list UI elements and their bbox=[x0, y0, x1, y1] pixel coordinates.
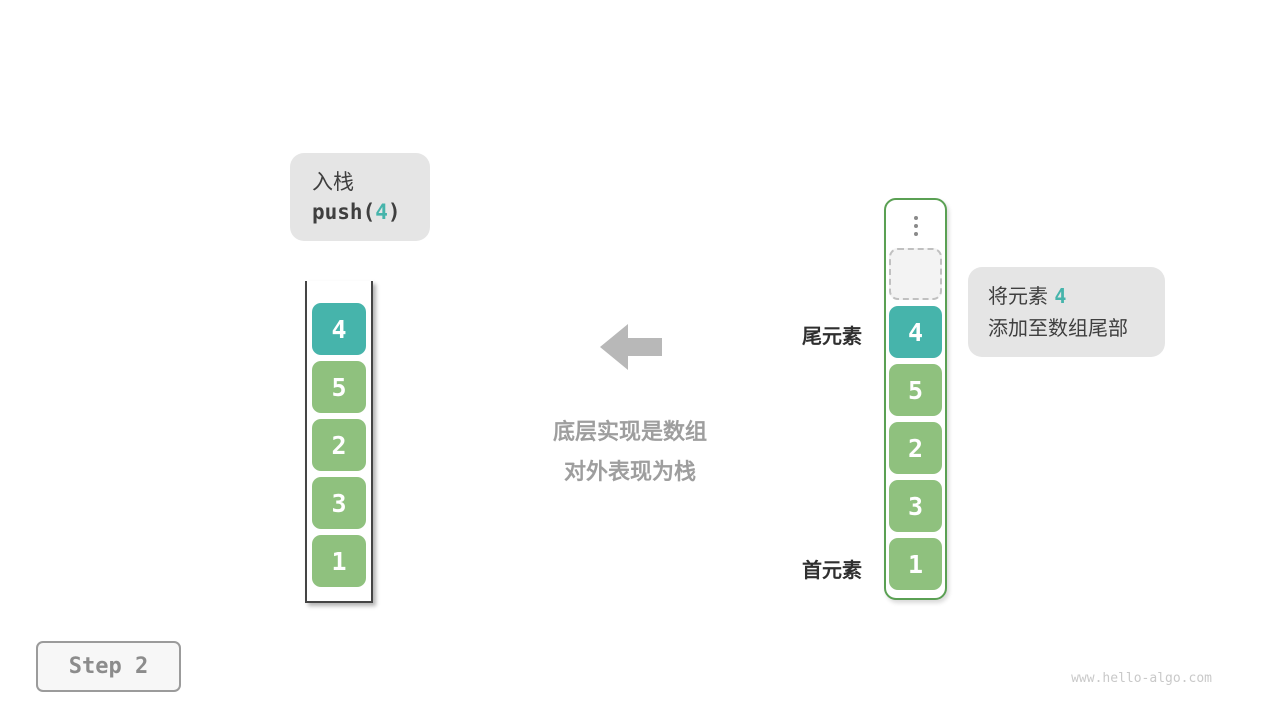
push-callout-title: 入栈 bbox=[312, 170, 354, 194]
push-code-prefix: push( bbox=[312, 200, 376, 224]
stack-cell: 1 bbox=[312, 535, 366, 587]
append-line1-value: 4 bbox=[1054, 284, 1067, 308]
push-code-value: 4 bbox=[375, 200, 388, 224]
head-element-label: 首元素 bbox=[802, 558, 862, 582]
tail-element-label: 尾元素 bbox=[802, 324, 862, 348]
center-caption-line1: 底层实现是数组 bbox=[552, 420, 707, 445]
push-code-suffix: ) bbox=[387, 200, 401, 224]
array-cell: 1 bbox=[889, 538, 942, 590]
stack-cell: 3 bbox=[312, 477, 366, 529]
array-cell: 4 bbox=[889, 306, 942, 358]
center-caption-line2: 对外表现为栈 bbox=[563, 460, 696, 485]
array-cell: 2 bbox=[889, 422, 942, 474]
left-arrow-icon bbox=[600, 324, 662, 370]
empty-slot-cell bbox=[889, 248, 942, 300]
append-callout-line2: 添加至数组尾部 bbox=[988, 316, 1128, 340]
array-cell: 3 bbox=[889, 480, 942, 532]
center-caption: 底层实现是数组 对外表现为栈 bbox=[470, 413, 790, 493]
array-view-container: 4 5 2 3 1 bbox=[884, 198, 947, 600]
array-cell: 5 bbox=[889, 364, 942, 416]
stack-view-container: 4 5 2 3 1 bbox=[305, 281, 373, 603]
stack-cell: 2 bbox=[312, 419, 366, 471]
append-line1-prefix: 将元素 bbox=[988, 284, 1048, 308]
vertical-ellipsis-icon bbox=[913, 210, 918, 242]
stack-cell: 4 bbox=[312, 303, 366, 355]
push-callout-code: push(4) bbox=[312, 197, 430, 227]
stack-cell: 5 bbox=[312, 361, 366, 413]
append-callout-line1: 将元素 4 bbox=[988, 280, 1165, 312]
push-callout: 入栈 push(4) bbox=[290, 153, 430, 241]
watermark: www.hello-algo.com bbox=[1071, 671, 1212, 686]
append-callout: 将元素 4 添加至数组尾部 bbox=[968, 267, 1165, 357]
step-badge: Step 2 bbox=[36, 641, 181, 692]
